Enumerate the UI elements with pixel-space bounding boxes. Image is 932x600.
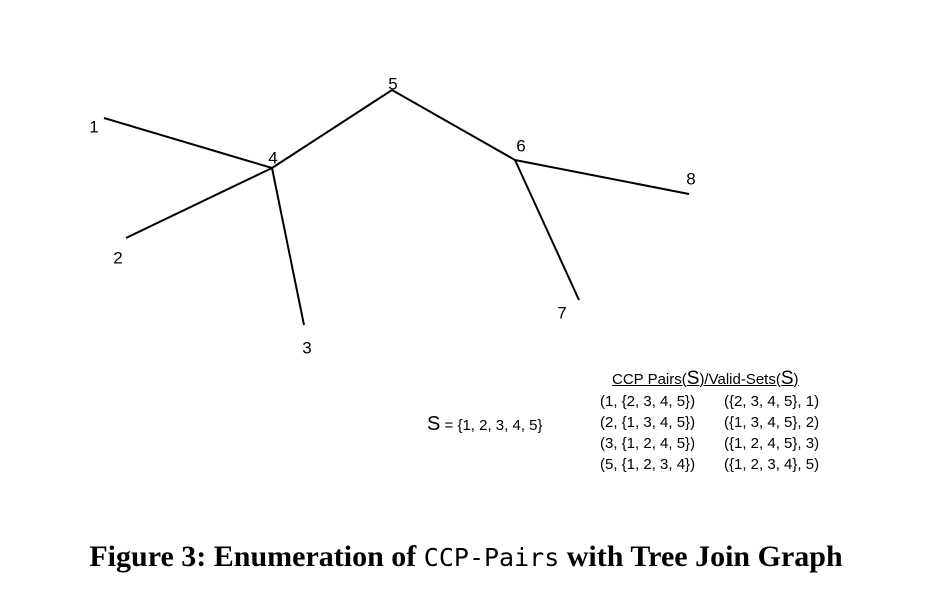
caption-text: with Tree Join Graph	[559, 540, 843, 573]
ccp-row: (5, {1, 2, 3, 4}) ({1, 2, 3, 4}, 5)	[600, 454, 819, 475]
set-value: = {1, 2, 3, 4, 5}	[440, 417, 543, 434]
node-label-7: 7	[557, 303, 566, 322]
valid-set-cell: ({1, 3, 4, 5}, 2)	[724, 414, 820, 431]
edge-1-4	[103, 117, 273, 169]
ccp-pair-cell: (3, {1, 2, 4, 5})	[600, 435, 696, 452]
header-symbol: S	[686, 368, 700, 389]
node-label-8: 8	[686, 169, 695, 188]
node-label-4: 4	[268, 148, 277, 167]
caption-code: CCP-Pairs	[423, 543, 560, 572]
ccp-table-header: CCP Pairs(S)/Valid-Sets(S)	[600, 367, 819, 391]
edge-6-7	[514, 159, 580, 301]
ccp-row: (1, {2, 3, 4, 5}) ({2, 3, 4, 5}, 1)	[600, 391, 819, 412]
valid-set-cell: ({1, 2, 3, 4}, 5)	[724, 456, 820, 473]
set-definition: S = {1, 2, 3, 4, 5}	[427, 413, 543, 436]
edge-3-4	[271, 167, 305, 326]
ccp-table: CCP Pairs(S)/Valid-Sets(S) (1, {2, 3, 4,…	[600, 367, 819, 475]
node-label-5: 5	[388, 74, 397, 93]
valid-set-cell: ({1, 2, 4, 5}, 3)	[724, 435, 820, 452]
header-part: )	[793, 371, 799, 388]
header-part: CCP Pairs(	[612, 371, 687, 388]
ccp-pair-cell: (1, {2, 3, 4, 5})	[600, 393, 696, 410]
node-label-1: 1	[89, 117, 98, 136]
edge-6-8	[514, 159, 690, 195]
header-part: )/Valid-Sets(	[699, 371, 781, 388]
node-label-3: 3	[302, 338, 311, 357]
valid-set-cell: ({2, 3, 4, 5}, 1)	[724, 393, 820, 410]
edge-2-4	[125, 167, 273, 239]
ccp-pair-cell: (2, {1, 3, 4, 5})	[600, 414, 696, 431]
ccp-pair-cell: (5, {1, 2, 3, 4})	[600, 456, 696, 473]
caption-text: Figure 3: Enumeration of	[89, 540, 424, 573]
tree-join-graph: 1 2 3 4 5 6 7 8	[89, 74, 695, 357]
node-label-6: 6	[516, 136, 525, 155]
edge-5-6	[391, 89, 516, 161]
set-symbol: S	[427, 413, 441, 435]
edge-4-5	[271, 89, 393, 169]
figure-caption: Figure 3: Enumeration of CCP-Pairs with …	[0, 540, 932, 574]
node-label-2: 2	[113, 248, 122, 267]
header-symbol: S	[780, 368, 794, 389]
ccp-row: (3, {1, 2, 4, 5}) ({1, 2, 4, 5}, 3)	[600, 433, 819, 454]
ccp-row: (2, {1, 3, 4, 5}) ({1, 3, 4, 5}, 2)	[600, 412, 819, 433]
